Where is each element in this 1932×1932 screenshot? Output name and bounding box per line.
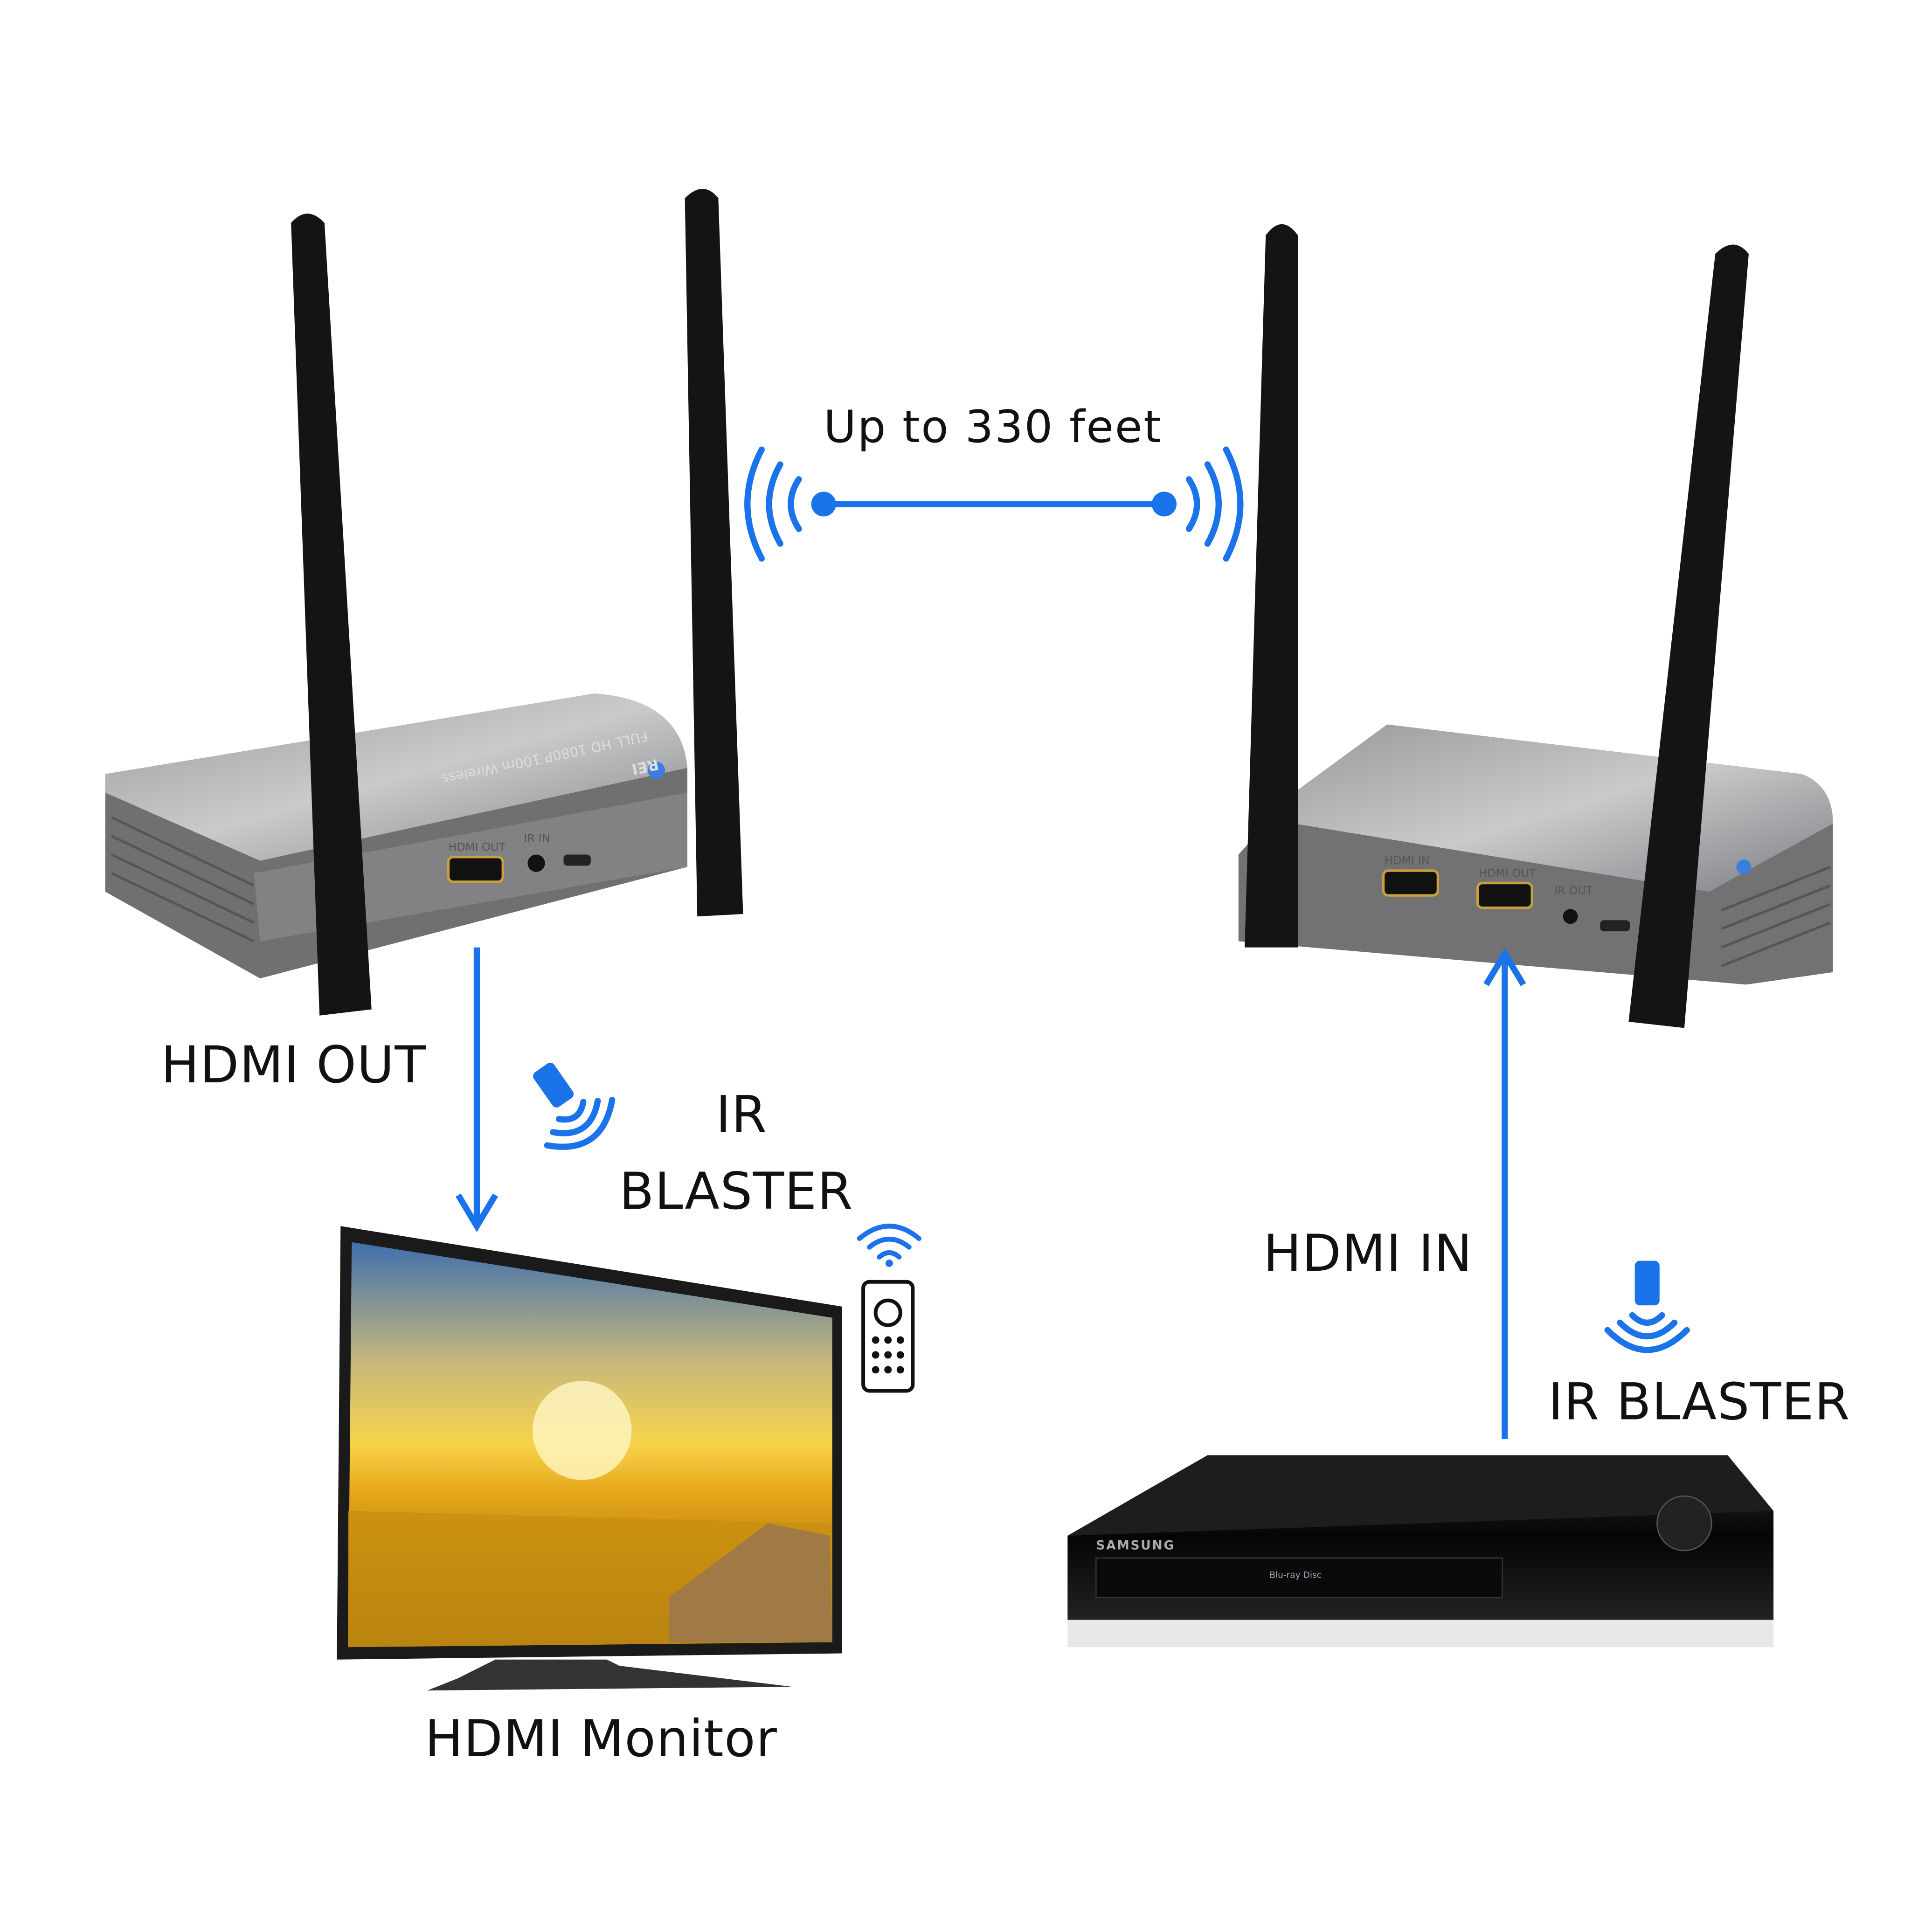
port-label-hdmi-out: HDMI OUT xyxy=(448,842,506,855)
distance-label: Up to 330 feet xyxy=(824,402,1163,454)
hdmi-in-label: HDMI IN xyxy=(1263,1223,1473,1283)
port-label-hdmi-in: HDMI IN xyxy=(1385,856,1430,868)
antenna xyxy=(1245,224,1749,1028)
ir-blaster-label-line2: BLASTER xyxy=(619,1162,853,1221)
ir-blaster-label: IR BLASTER xyxy=(1548,1372,1850,1432)
antenna xyxy=(291,189,743,1016)
hdmi-out-port xyxy=(447,856,504,883)
wireless-link xyxy=(744,446,1244,562)
port-label-ir-in: IR IN xyxy=(524,833,550,846)
player-brand: SAMSUNG xyxy=(1096,1539,1175,1553)
port-label-ir-out: IR OUT xyxy=(1554,885,1593,898)
remote-control-icon xyxy=(857,1224,921,1393)
ir-blaster-label-line1: IR xyxy=(716,1085,768,1144)
hdmi-out-label: HDMI OUT xyxy=(161,1035,427,1095)
hdmi-monitor-label: HDMI Monitor xyxy=(424,1709,778,1769)
hdmi-out-arrow xyxy=(455,947,499,1233)
receiver-device xyxy=(105,693,687,979)
ir-blaster-icon xyxy=(1604,1260,1690,1353)
signal-dot xyxy=(1151,492,1177,517)
transmitter-device xyxy=(1238,724,1833,985)
signal-dot xyxy=(811,492,836,517)
blu-ray-logo: Blu-ray Disc xyxy=(1269,1570,1322,1580)
hdmi-in-arrow xyxy=(1483,948,1526,1440)
ir-blaster-icon xyxy=(533,1062,616,1150)
signal-waves-right-icon xyxy=(1185,446,1244,562)
hdmi-monitor xyxy=(337,1226,842,1691)
blu-ray-player xyxy=(1067,1455,1774,1648)
port-label-hdmi-out: HDMI OUT xyxy=(1479,868,1536,881)
signal-waves-left-icon xyxy=(744,446,802,562)
